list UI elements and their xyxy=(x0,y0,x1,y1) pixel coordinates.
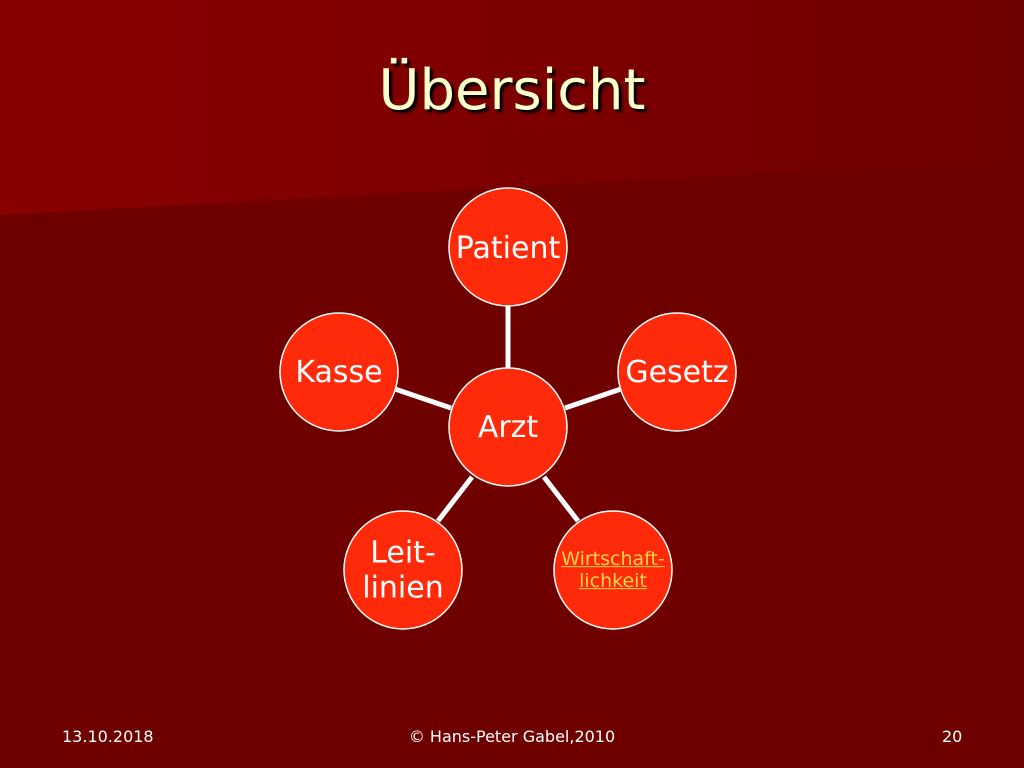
connector-gesetz xyxy=(564,386,622,411)
connector-wirtschaft xyxy=(542,475,580,523)
node-patient xyxy=(448,187,568,307)
node-gesetz xyxy=(617,312,737,432)
slide-title: Übersicht xyxy=(378,58,646,123)
node-wirtschaft[interactable] xyxy=(553,510,673,630)
footer-copyright: © Hans-Peter Gabel,2010 xyxy=(408,727,616,746)
node-leit-line2: linien xyxy=(362,570,444,605)
wirtschaft-line1[interactable]: Wirtschaft- xyxy=(561,548,665,571)
node-kasse-label: Kasse xyxy=(295,354,383,390)
node-arzt xyxy=(448,367,568,487)
wirtschaft-line2[interactable]: lichkeit xyxy=(579,570,647,592)
connector-leit xyxy=(436,475,474,523)
connector-kasse xyxy=(394,386,452,411)
node-arzt-label: Arzt xyxy=(477,409,539,445)
node-leit-line1: Leit- xyxy=(370,535,436,571)
footer-date: 13.10.2018 xyxy=(62,727,154,746)
footer-page-number: 20 xyxy=(942,727,963,746)
node-gesetz-label: Gesetz xyxy=(625,354,729,390)
node-patient-label: Patient xyxy=(455,230,561,266)
node-leit xyxy=(343,510,463,630)
wirtschaftlichkeit-link[interactable]: Wirtschaft- lichkeit xyxy=(561,548,665,593)
node-leit-label: Leit- linien xyxy=(362,535,444,606)
node-kasse xyxy=(279,312,399,432)
